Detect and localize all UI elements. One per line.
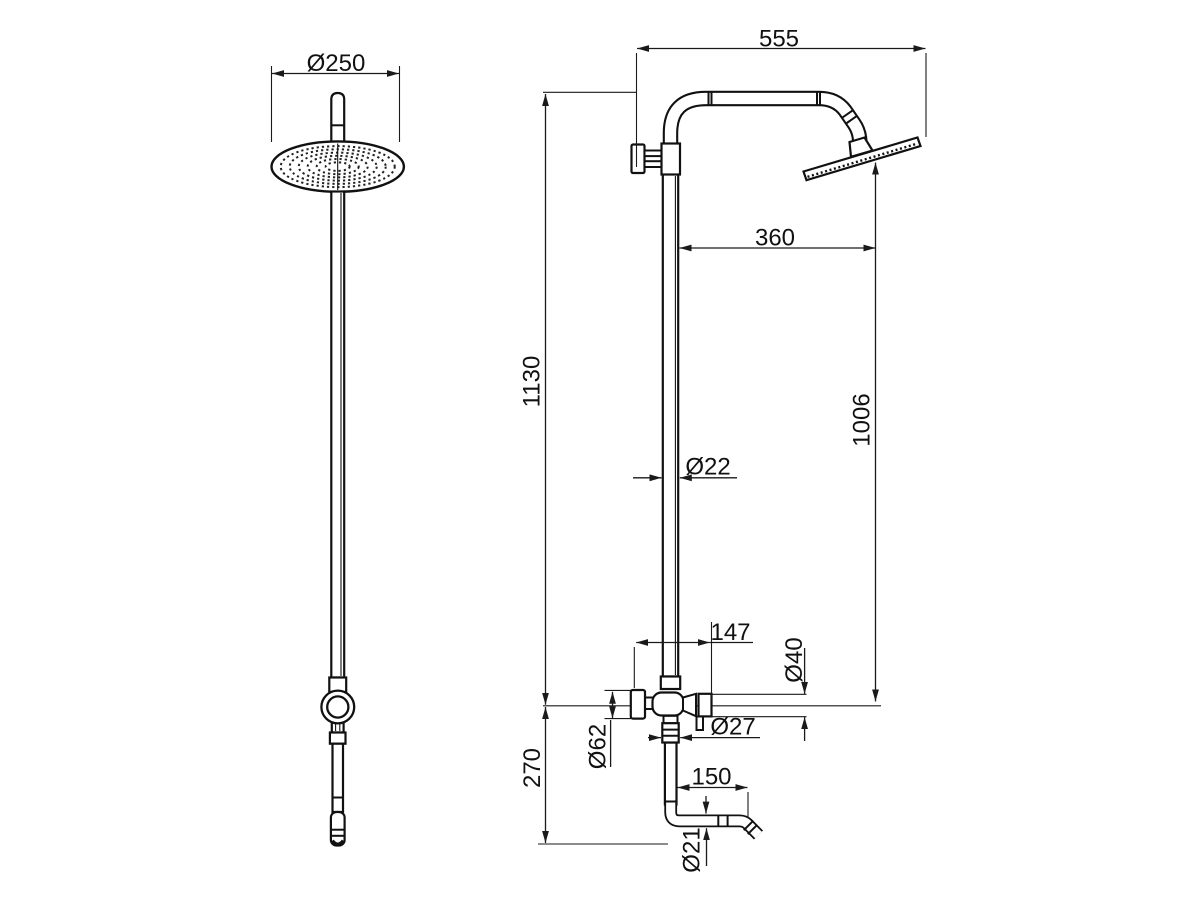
dim-label-outlet-drop: 270 bbox=[519, 748, 546, 788]
shower-head-side bbox=[802, 136, 922, 182]
dimension-head-diameter: Ø250 bbox=[270, 50, 401, 142]
riser-pipe-front bbox=[330, 190, 346, 679]
dim-label-spout-reach: 150 bbox=[691, 764, 731, 791]
dim-label-handle-diameter: Ø40 bbox=[781, 637, 808, 682]
bracket-clamp-block bbox=[660, 142, 682, 176]
dim-label-outlet-connector-diameter: Ø27 bbox=[710, 714, 755, 741]
dim-label-flange-diameter: Ø62 bbox=[585, 724, 612, 769]
dimension-spout-pipe-diameter: Ø21 bbox=[679, 796, 710, 873]
dimension-flange-diameter: Ø62 bbox=[585, 689, 631, 769]
spout-down-pipe bbox=[663, 741, 678, 806]
dim-label-arm-reach: 555 bbox=[759, 26, 799, 53]
dimension-valve-depth: 147 bbox=[633, 619, 753, 700]
dim-label-head-diameter: Ø250 bbox=[307, 50, 366, 77]
bath-spout bbox=[663, 741, 764, 840]
arm-stub-front bbox=[330, 91, 346, 146]
nozzle-row bbox=[807, 142, 918, 178]
valve-knob-front bbox=[326, 695, 350, 719]
bracket-wall-plate bbox=[630, 143, 646, 175]
dimension-handle-diameter: Ø40 bbox=[711, 637, 808, 741]
dimension-head-offset: 360 bbox=[679, 225, 876, 252]
dimension-riser-height: 1130 bbox=[519, 91, 637, 705]
dimension-spout-reach: 150 bbox=[677, 764, 749, 818]
dimension-outlet-connector-diameter: Ø27 bbox=[648, 714, 760, 741]
dimension-riser-pipe-diameter: Ø22 bbox=[633, 454, 737, 482]
mixer-valve bbox=[629, 688, 713, 744]
diverter-pull bbox=[695, 715, 704, 731]
dimension-arm-reach: 555 bbox=[635, 26, 927, 167]
lower-pipe-front bbox=[331, 742, 345, 814]
dim-label-valve-depth: 147 bbox=[710, 619, 750, 646]
spout-outlet-edge bbox=[331, 839, 345, 846]
dimension-outlet-drop: 270 bbox=[519, 707, 668, 845]
dim-label-head-offset: 360 bbox=[755, 225, 795, 252]
front-view: Ø250 bbox=[270, 50, 406, 847]
outlet-connector bbox=[661, 722, 680, 744]
dim-label-head-to-outlet: 1006 bbox=[849, 393, 876, 446]
lower-collar-front bbox=[328, 731, 347, 745]
dimension-head-to-outlet: 1006 bbox=[849, 162, 879, 702]
valve-handle bbox=[697, 692, 713, 718]
valve-body bbox=[651, 691, 685, 717]
spray-nozzle-pattern bbox=[279, 143, 396, 190]
side-view: 555 360 1130 270 1006 Ø22 bbox=[519, 26, 927, 873]
dim-label-spout-pipe-diameter: Ø21 bbox=[679, 827, 706, 872]
wall-bracket bbox=[630, 142, 682, 176]
valve-top-collar bbox=[659, 675, 682, 691]
shower-arm bbox=[662, 90, 868, 150]
dim-label-riser-height: 1130 bbox=[519, 356, 546, 408]
wall-flange bbox=[629, 688, 647, 720]
dim-label-riser-pipe-diameter: Ø22 bbox=[685, 454, 730, 481]
